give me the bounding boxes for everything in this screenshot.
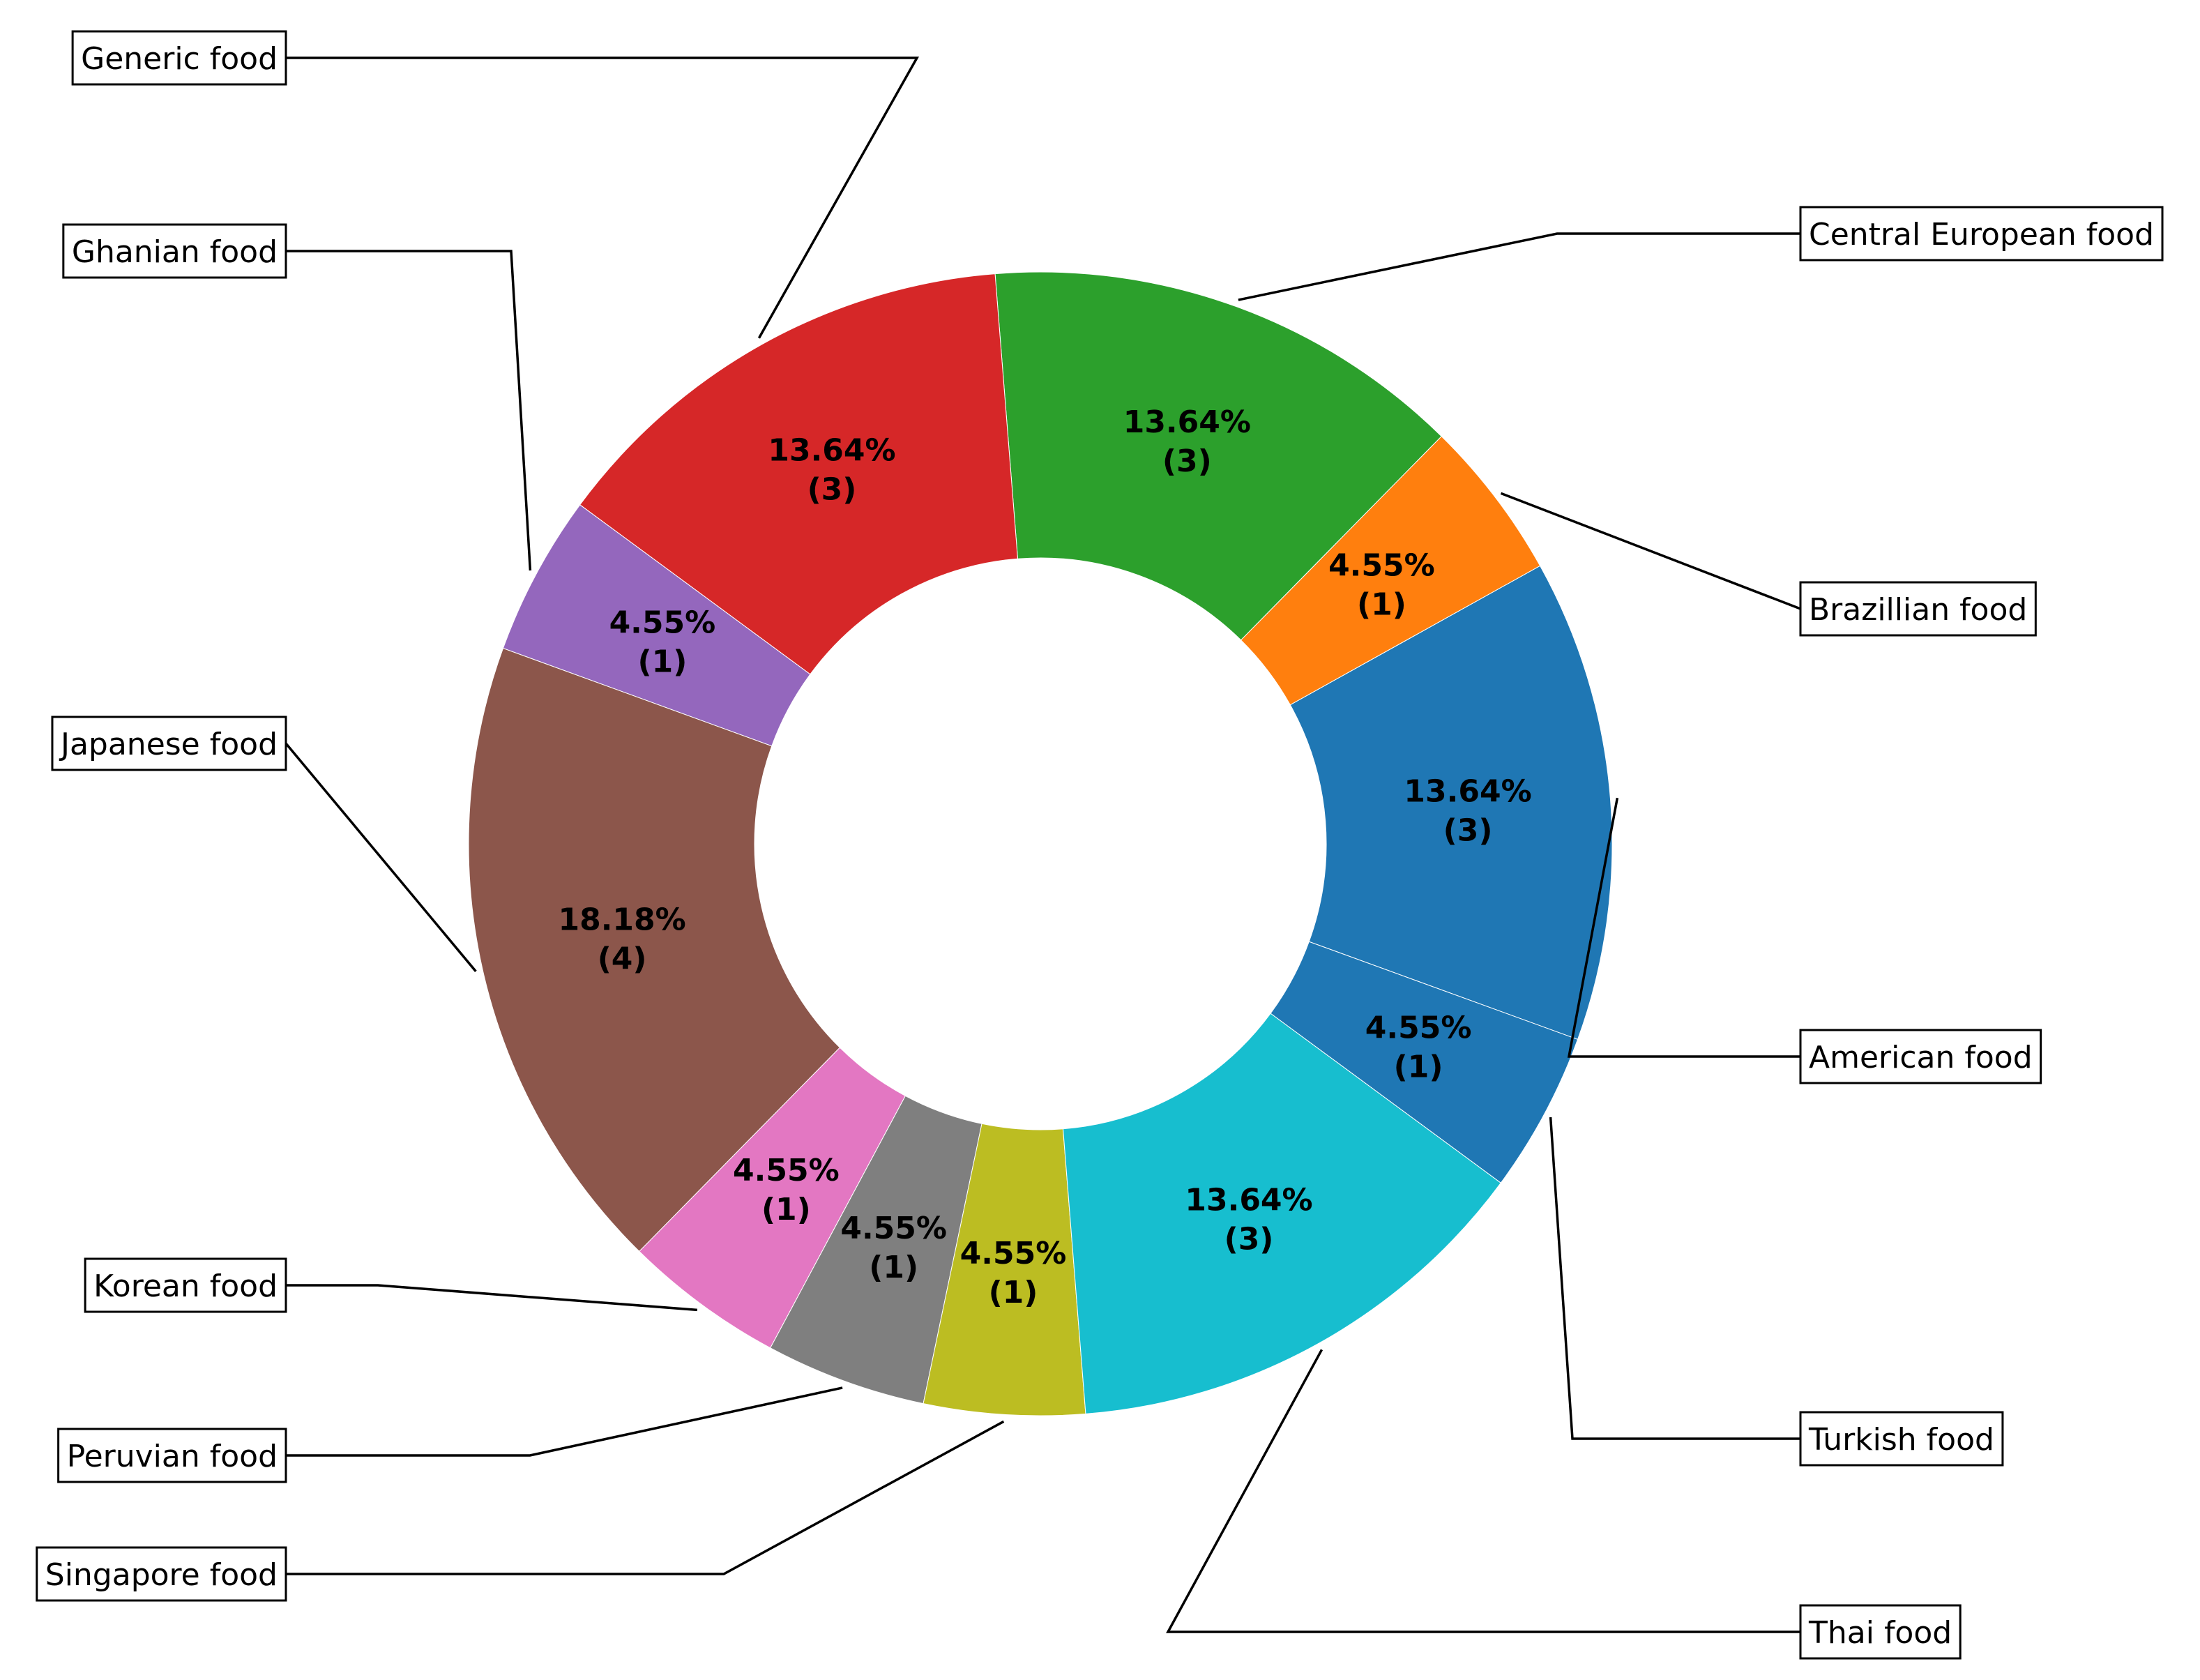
svg-text:American food: American food <box>1809 1040 2033 1075</box>
percent-label-central-european-food: 13.64%(3) <box>1123 404 1251 479</box>
label-box <box>84 1257 287 1313</box>
label-box <box>51 716 287 771</box>
label-box <box>36 1546 287 1602</box>
leader-line-central-european-food <box>1238 232 1800 301</box>
category-label-thai-food: Thai food <box>1799 1604 1962 1660</box>
svg-text:Brazillian food: Brazillian food <box>1809 592 2027 628</box>
label-box <box>1799 1029 2042 1084</box>
donut-slices <box>468 271 1613 1416</box>
leader-line-korean-food <box>286 1284 698 1312</box>
category-label-turkish-food: Turkish food <box>1799 1411 2004 1467</box>
category-label-american-food: American food <box>1799 1029 2042 1084</box>
category-label-central-european-food: Central European food <box>1799 206 2164 262</box>
label-box <box>1799 1604 1962 1660</box>
svg-text:Ghanian food: Ghanian food <box>72 234 278 270</box>
category-label-japanese-food: Japanese food <box>51 716 287 771</box>
svg-text:Peruvian food: Peruvian food <box>67 1439 278 1474</box>
slice-thai-food <box>1062 1013 1502 1414</box>
leader-line-brazillian-food <box>1500 492 1801 610</box>
leader-line-turkish-food <box>1549 1117 1800 1440</box>
percent-label-japanese-food: 18.18%(4) <box>558 902 685 976</box>
leader-line-singapore-food <box>286 1420 1005 1575</box>
leader-line-american-food <box>1567 797 1800 1058</box>
percent-label-generic-food: 13.64%(3) <box>768 433 895 508</box>
slice-american-food <box>1289 565 1613 1040</box>
svg-text:Japanese food: Japanese food <box>59 727 278 762</box>
svg-text:Turkish food: Turkish food <box>1808 1422 1994 1458</box>
percent-label-turkish-food: 4.55%(1) <box>1365 1010 1472 1084</box>
percent-label-peruvian-food: 4.55%(1) <box>840 1211 947 1285</box>
percent-label-singapore-food: 4.55%(1) <box>960 1236 1067 1310</box>
label-box <box>62 223 287 279</box>
leader-line-japanese-food <box>285 742 477 972</box>
leader-line-ghanian-food <box>286 250 532 571</box>
leader-line-peruvian-food <box>286 1386 843 1457</box>
category-label-korean-food: Korean food <box>84 1257 287 1313</box>
leader-line-generic-food <box>286 56 919 339</box>
leader-line-thai-food <box>1166 1349 1800 1633</box>
svg-text:Generic food: Generic food <box>81 41 278 77</box>
category-label-peruvian-food: Peruvian food <box>57 1428 287 1483</box>
svg-text:Central European food: Central European food <box>1809 217 2154 252</box>
label-box <box>71 30 287 86</box>
category-label-singapore-food: Singapore food <box>36 1546 287 1602</box>
slice-generic-food <box>579 273 1019 675</box>
percent-label-american-food: 13.64%(3) <box>1404 773 1531 848</box>
svg-text:Thai food: Thai food <box>1808 1615 1952 1651</box>
leader-lines <box>285 56 1801 1633</box>
percent-label-thai-food: 13.64%(3) <box>1185 1182 1312 1257</box>
label-box <box>1799 581 2037 637</box>
percent-label-ghanian-food: 4.55%(1) <box>609 605 716 680</box>
category-labels: American food Brazillian food Central Euro… <box>36 30 2164 1660</box>
label-box <box>57 1428 287 1483</box>
svg-text:Korean food: Korean food <box>93 1269 278 1304</box>
percent-label-brazillian-food: 4.55%(1) <box>1328 548 1435 623</box>
category-label-brazillian-food: Brazillian food <box>1799 581 2037 637</box>
svg-text:Singapore food: Singapore food <box>45 1557 278 1593</box>
slice-japanese-food <box>468 647 841 1253</box>
label-box <box>1799 206 2164 262</box>
label-box <box>1799 1411 2004 1467</box>
slice-turkish-food <box>1270 941 1579 1183</box>
percent-label-korean-food: 4.55%(1) <box>733 1153 840 1227</box>
category-label-generic-food: Generic food <box>71 30 287 86</box>
category-label-ghanian-food: Ghanian food <box>62 223 287 279</box>
slice-central-european-food <box>994 271 1442 641</box>
percent-labels: 13.64%(3) 4.55%(1) 13.64%(3) 13.64%(3) 4.55%… <box>558 404 1531 1310</box>
